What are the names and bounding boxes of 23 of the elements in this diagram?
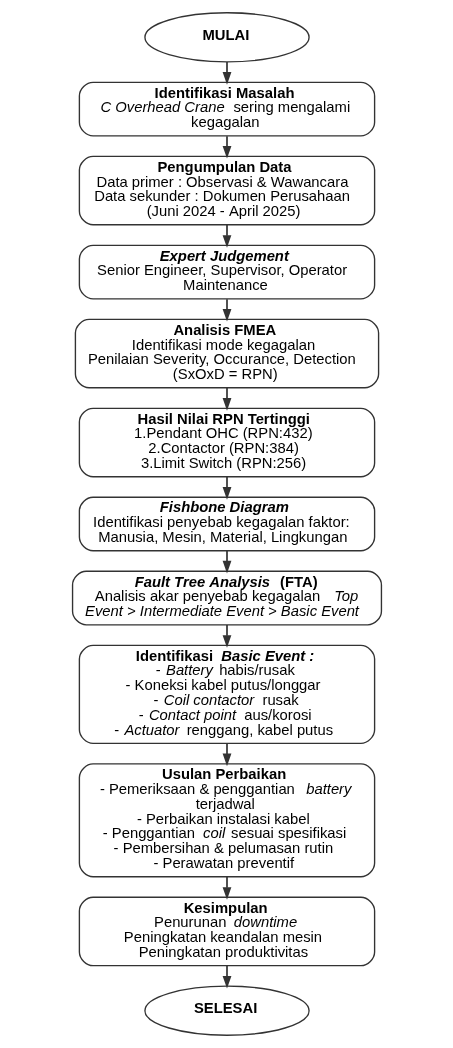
node-box: Fishbone Diagram Identifikasi penyebab kegagalan faktor: Manusia, Mesin, Material, Lingkungan <box>78 496 375 552</box>
node-ellipse: SELESAI <box>143 985 310 1036</box>
arrow <box>222 135 231 159</box>
node-box: Fault Tree Analysis (FTA) Analisis akar penyebab kegagalan Top Event > Intermediate Event > Basic Event <box>71 570 382 626</box>
node-box: Analisis FMEA Identifikasi mode kegagalan Penilaian Severity, Occurance, Detection (SxOxD = RPN) <box>74 318 379 389</box>
node-box: Expert Judgement Senior Engineer, Supervisor, Operator Maintenance <box>78 244 375 300</box>
node-box: Hasil Nilai RPN Tertinggi 1.Pendant OHC (RPN:432) 2.Contactor (RPN:384) 3.Limit Switch (RPN:256) <box>78 407 375 478</box>
node-ellipse: MULAI <box>143 12 310 63</box>
node-box: Usulan Perbaikan - Pemeriksaan & penggantian battery terjadwal - Perbaikan instalasi kabel - Penggantian coil sesuai spesifikasi - Pembersihan & pelumasan rutin - Perawatan preventif <box>78 763 375 878</box>
arrow <box>222 61 231 85</box>
arrow <box>222 224 231 248</box>
arrow <box>222 742 231 767</box>
arrow <box>222 298 231 322</box>
arrow <box>222 475 231 500</box>
arrow <box>222 964 231 989</box>
node-box: Kesimpulan Penurunan downtime Peningkatan keandalan mesin Peningkatan produktivitas <box>78 896 375 967</box>
arrow <box>222 624 231 648</box>
arrow <box>222 550 231 574</box>
node-box: Identifikasi Basic Event : - Battery habis/rusak - Koneksi kabel putus/longgar - Coil contactor rusak - Contact point aus/korosi - Actuator renggang, kabel putus <box>78 644 375 745</box>
node-box: Identifikasi Masalah C Overhead Crane sering mengalami kegagalan <box>78 81 375 137</box>
arrow <box>222 387 231 411</box>
node-box: Pengumpulan Data Data primer : Observasi & Wawancara Data sekunder : Dokumen Perusahaan (Juni 2024 - April 2025) <box>78 155 375 226</box>
arrow <box>222 876 231 900</box>
